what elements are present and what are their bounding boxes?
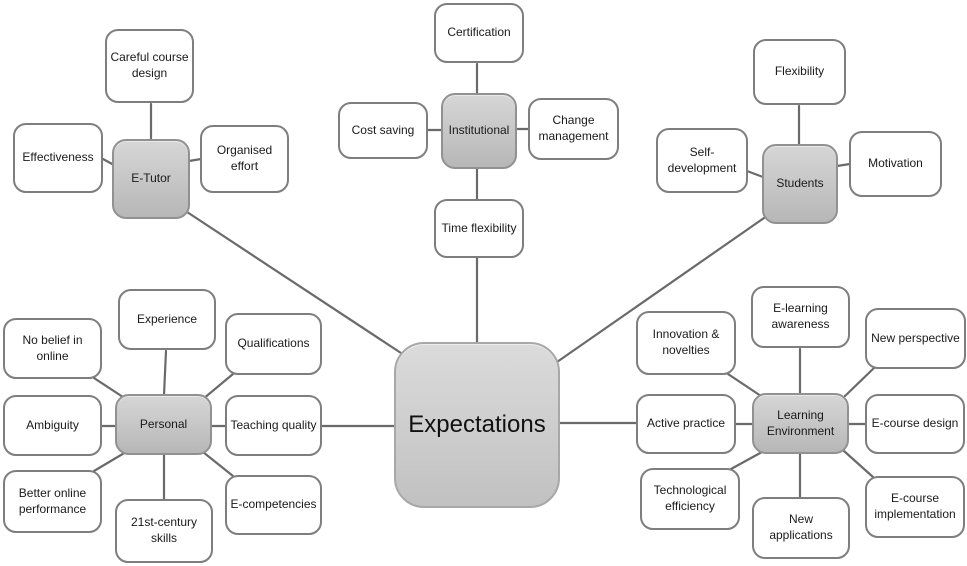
node-better-online-performance: Better online performance [3,470,102,533]
edge-etutor-expectations [182,208,406,357]
node-careful-course-design: Careful course design [105,29,194,103]
node-e-course-implementation: E-course implementation [865,476,965,538]
edge-etutor-organised-effort [187,157,203,163]
node-new-applications: New applications [752,497,850,559]
node-experience: Experience [118,289,216,350]
node-ambiguity: Ambiguity [3,395,102,456]
node-hub-personal: Personal [115,394,212,455]
node-new-perspective: New perspective [865,308,966,369]
node-innovation-novelties: Innovation & novelties [636,311,736,375]
node-e-course-design: E-course design [865,394,965,454]
node-hub-institutional: Institutional [441,93,517,169]
node-no-belief-in-online: No belief in online [3,318,102,379]
node-hub-learning-environment: Learning Environment [752,393,849,454]
edge-students-motivation [835,162,852,168]
node-self-development: Self-development [656,128,748,193]
node-flexibility: Flexibility [753,39,846,105]
node-time-flexibility: Time flexibility [434,199,524,258]
edge-students-expectations [555,216,766,364]
edge-experience-personal [162,349,168,397]
node-teaching-quality: Teaching quality [225,395,322,456]
node-21st-century-skills: 21st-century skills [115,499,213,563]
edge-technological-efficiency-learning-environment [729,450,764,471]
node-hub-students: Students [762,144,838,224]
node-change-management: Change management [528,98,619,160]
edge-self-development-students [745,169,765,179]
node-expectations: Expectations [394,342,560,508]
node-motivation: Motivation [849,131,942,197]
edge-personal-e-competencies [201,450,235,478]
edge-learning-environment-e-course-implementation [842,449,875,479]
node-effectiveness: Effectiveness [13,123,103,193]
edge-qualifications-personal [201,372,235,401]
node-certification: Certification [434,3,524,63]
node-cost-saving: Cost saving [338,102,428,159]
node-e-competencies: E-competencies [225,475,322,535]
edge-better-online-performance-personal [92,450,128,473]
edge-innovation-novelties-learning-environment [726,372,763,398]
node-hub-e-tutor: E-Tutor [112,139,190,219]
node-organised-effort: Organised effort [200,125,289,193]
node-qualifications: Qualifications [225,313,322,375]
edge-new-perspective-learning-environment [843,366,876,398]
node-e-learning-awareness: E-learning awareness [751,286,850,348]
node-technological-efficiency: Technological efficiency [640,468,740,530]
node-active-practice: Active practice [636,394,736,454]
